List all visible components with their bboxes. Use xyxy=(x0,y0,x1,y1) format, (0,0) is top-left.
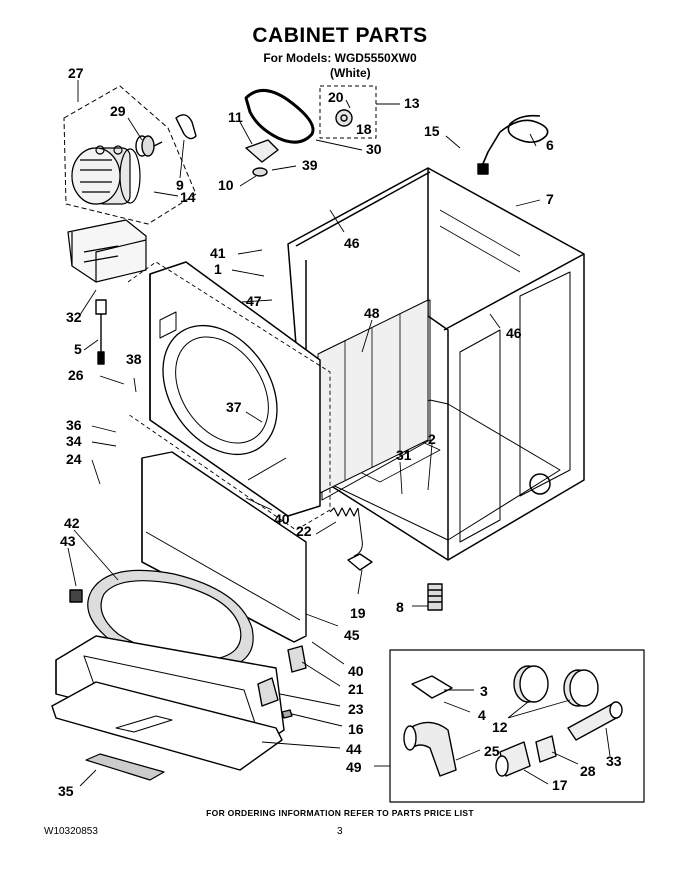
door-outer-panel xyxy=(51,681,283,771)
kit-box xyxy=(389,649,645,803)
callout-23: 23 xyxy=(348,701,364,717)
motor-assembly-box xyxy=(63,85,197,225)
callout-36: 36 xyxy=(66,417,82,433)
callout-19: 19 xyxy=(350,605,366,621)
callout-44: 44 xyxy=(346,741,362,757)
callout-43: 43 xyxy=(60,533,76,549)
vent-cap-12a xyxy=(513,665,549,703)
screw-16 xyxy=(281,709,293,719)
ordering-note: FOR ORDERING INFORMATION REFER TO PARTS … xyxy=(206,808,474,818)
callout-26: 26 xyxy=(68,367,84,383)
callout-48: 48 xyxy=(364,305,380,321)
duct-33 xyxy=(567,701,623,741)
callout-38: 38 xyxy=(126,351,142,367)
spring xyxy=(329,507,359,517)
vent-cap-12b xyxy=(563,669,599,707)
front-panel xyxy=(149,261,321,517)
motor-mount xyxy=(67,219,147,283)
callout-21: 21 xyxy=(348,681,364,697)
motor-pulley xyxy=(135,135,163,157)
callout-10: 10 xyxy=(218,177,234,193)
callout-7: 7 xyxy=(546,191,554,207)
motor-clip xyxy=(175,114,197,140)
callout-46b: 46 xyxy=(506,325,522,341)
callout-8: 8 xyxy=(396,599,404,615)
sensor-part xyxy=(95,299,107,365)
callout-35: 35 xyxy=(58,783,74,799)
callout-11: 11 xyxy=(228,109,243,125)
callout-17: 17 xyxy=(552,777,568,793)
callout-41: 41 xyxy=(210,245,226,261)
callout-14: 14 xyxy=(180,189,196,205)
callout-42: 42 xyxy=(64,515,80,531)
callout-32: 32 xyxy=(66,309,82,325)
callout-15: 15 xyxy=(424,123,440,139)
hinge-23 xyxy=(257,677,279,707)
callout-40b: 40 xyxy=(348,663,364,679)
callout-27: 27 xyxy=(68,65,84,81)
callout-47: 47 xyxy=(246,293,262,309)
callout-1: 1 xyxy=(214,261,222,277)
page-title: CABINET PARTS xyxy=(252,24,428,47)
callout-31: 31 xyxy=(396,447,412,463)
callout-2: 2 xyxy=(428,431,436,447)
callout-16: 16 xyxy=(348,721,364,737)
clip-19 xyxy=(347,553,373,571)
callout-9: 9 xyxy=(176,177,184,193)
callout-46: 46 xyxy=(344,235,360,251)
document-code: W10320853 xyxy=(44,826,98,837)
callout-24: 24 xyxy=(66,451,82,467)
door-handle xyxy=(85,753,165,781)
callout-5: 5 xyxy=(74,341,82,357)
drive-belt xyxy=(244,89,315,144)
callout-18: 18 xyxy=(356,121,372,137)
color-note: (White) xyxy=(330,66,371,80)
exhaust-hood-17 xyxy=(495,741,531,777)
callout-39: 39 xyxy=(302,157,318,173)
callout-30: 30 xyxy=(366,141,382,157)
drive-motor xyxy=(71,145,141,205)
callout-33: 33 xyxy=(606,753,622,769)
callout-6: 6 xyxy=(546,137,554,153)
idler-bracket xyxy=(245,139,279,163)
callout-20: 20 xyxy=(328,89,344,105)
callout-28: 28 xyxy=(580,763,596,779)
callout-29: 29 xyxy=(110,103,126,119)
callout-22: 22 xyxy=(296,523,312,539)
callout-34: 34 xyxy=(66,433,82,449)
model-line: For Models: WGD5550XW0 xyxy=(263,51,417,65)
duct-elbow xyxy=(403,721,457,777)
callout-49: 49 xyxy=(346,759,362,775)
duct-28 xyxy=(535,735,557,763)
callout-4: 4 xyxy=(478,707,486,723)
power-cord xyxy=(481,114,549,167)
latch-43 xyxy=(69,589,83,603)
idler-pulley xyxy=(252,167,268,177)
callout-12: 12 xyxy=(492,719,508,735)
callout-40: 40 xyxy=(274,511,290,527)
callout-25: 25 xyxy=(484,743,500,759)
leveling-foot xyxy=(427,583,443,611)
callout-37: 37 xyxy=(226,399,242,415)
hinge-21 xyxy=(287,645,307,673)
callout-45: 45 xyxy=(344,627,360,643)
page-number: 3 xyxy=(337,826,343,837)
callout-13: 13 xyxy=(404,95,420,111)
callout-3: 3 xyxy=(480,683,488,699)
idler-wheel xyxy=(335,109,353,127)
